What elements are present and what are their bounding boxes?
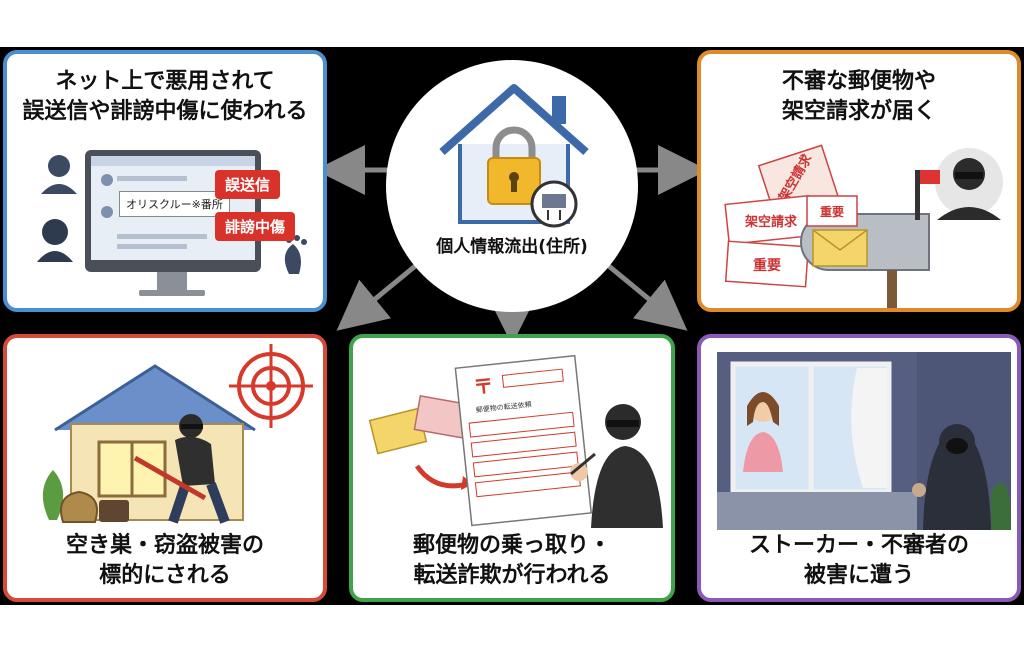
house-lock-icon [439,84,589,228]
burglar-icon [133,414,230,524]
arrow-down-right [597,256,688,331]
arrow-down-left [336,256,427,331]
svg-text:〒: 〒 [472,373,494,399]
panel-title-line2: 架空請求が届く [781,99,936,124]
panel-net-misuse: ネット上で悪用されて 誤送信や誹謗中傷に使われる オリスクルー※番所 誤送信 誹… [3,50,327,312]
hooded-person-icon [42,219,68,245]
card4-text: 重要 [753,257,781,274]
panel-title-line1: 空き巣・窃盗被害の [65,533,264,558]
panel-title-line1: 不審な郵便物や [781,69,936,94]
panel-title-line2: 標的にされる [99,563,231,588]
money-bag-icon [60,490,98,523]
center-label: 個人情報流出(住所) [436,237,588,257]
card2-text: 重要 [820,204,844,219]
transfer-form-icon: 〒 郵便物の転送依頼 [454,354,593,527]
thief-icon [935,148,1003,220]
panel-stalker: ストーカー・不審者の 被害に遭う [697,334,1021,602]
tag-misdelivery: 誤送信 [215,170,281,199]
footprint-icon [284,244,301,274]
panel-title-line2: 被害に遭う [803,563,914,588]
panel-title-line2: 誤送信や誹謗中傷に使われる [22,99,308,124]
panel-title-line1: ストーカー・不審者の [748,533,969,558]
card3-text: 架空請求 [744,214,798,230]
stalker-illustration [717,352,1011,530]
mail-hijack-illustration: 〒 郵便物の転送依頼 [368,354,663,528]
mailbox-illustration: 架空請求 架空請求 重要 重要 [724,144,1003,308]
center-circle: 個人情報流出(住所) [386,60,638,312]
hooded-stalker-icon [912,424,991,530]
panel-suspicious-mail: 不審な郵便物や 架空請求が届く 架空請求 架空請求 重要 重要 [697,50,1021,312]
target-icon [229,344,313,428]
burglary-illustration [42,344,313,524]
name-field: オリスクルー※番所 [119,191,230,217]
panel-title-line2: 転送詐欺が行われる [413,563,611,588]
panel-title-line1: 郵便物の乗っ取り・ [412,533,611,558]
woman-icon [743,392,783,472]
red-arrow-icon [414,464,468,489]
lock-icon [492,126,536,160]
panel-title-line1: ネット上で悪用されて [55,69,275,94]
fraudster-icon [570,404,663,528]
panel-mail-hijack: 〒 郵便物の転送依頼 郵便物の乗っ取り・ 転送詐欺が行われる [349,334,675,602]
tag-slander: 誹謗中傷 [215,212,296,241]
bag-icon [99,500,129,522]
panel-burglary: 空き巣・窃盗被害の 標的にされる [3,334,327,602]
person-icon [48,155,70,177]
